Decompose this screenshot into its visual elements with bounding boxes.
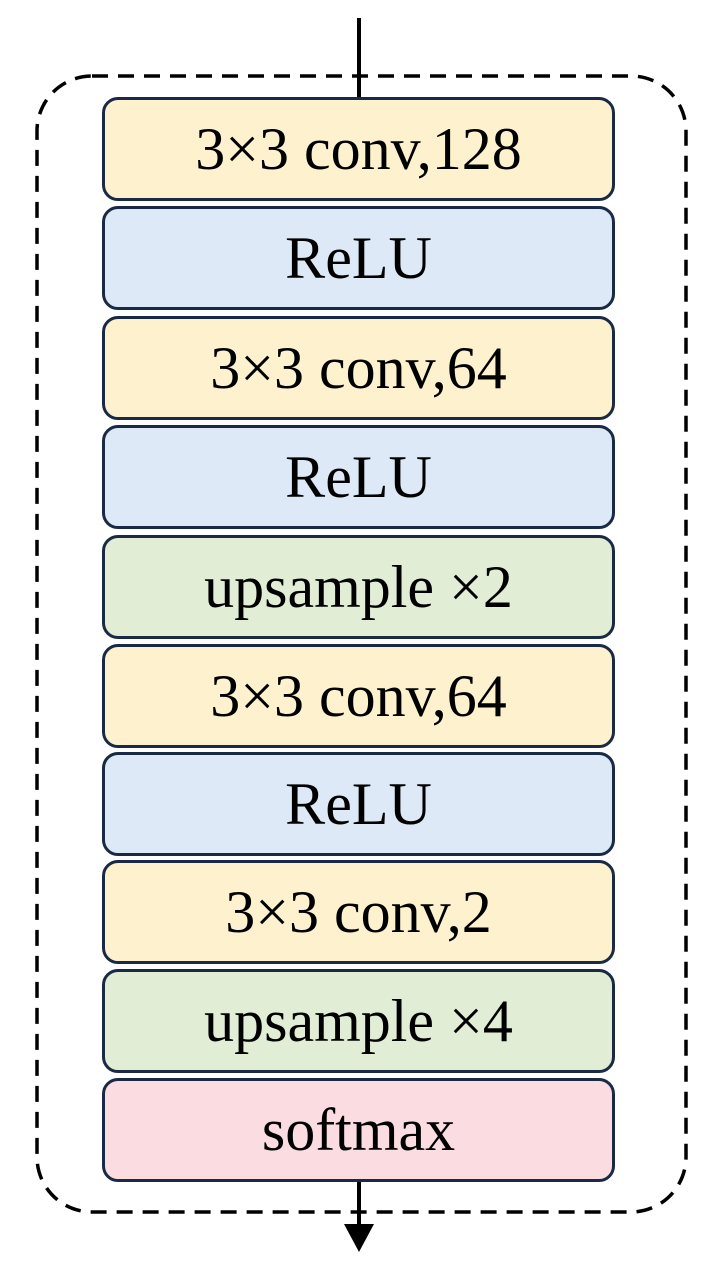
output-arrowhead-icon [344,1224,374,1252]
layer-block: softmax [102,1078,615,1182]
layer-block: ReLU [102,752,615,856]
module-dashed-boundary [35,74,688,1214]
layer-label: 3×3 conv,64 [210,663,507,729]
layer-block: 3×3 conv,64 [102,316,615,420]
layer-block: 3×3 conv,2 [102,860,615,964]
layer-block: upsample ×2 [102,535,615,639]
layer-label: 3×3 conv,2 [225,879,492,945]
layer-block: 3×3 conv,64 [102,644,615,748]
layer-label: ReLU [285,444,432,510]
layer-label: 3×3 conv,64 [210,335,507,401]
layer-label: upsample ×4 [204,988,513,1054]
layer-block: ReLU [102,425,615,529]
layer-label: ReLU [285,771,432,837]
layer-block: upsample ×4 [102,969,615,1073]
layer-block: 3×3 conv,128 [102,97,615,201]
layer-label: upsample ×2 [204,554,513,620]
layer-label: softmax [261,1097,456,1163]
layer-label: ReLU [285,225,432,291]
layer-label: 3×3 conv,128 [195,116,522,182]
layer-block: ReLU [102,206,615,310]
